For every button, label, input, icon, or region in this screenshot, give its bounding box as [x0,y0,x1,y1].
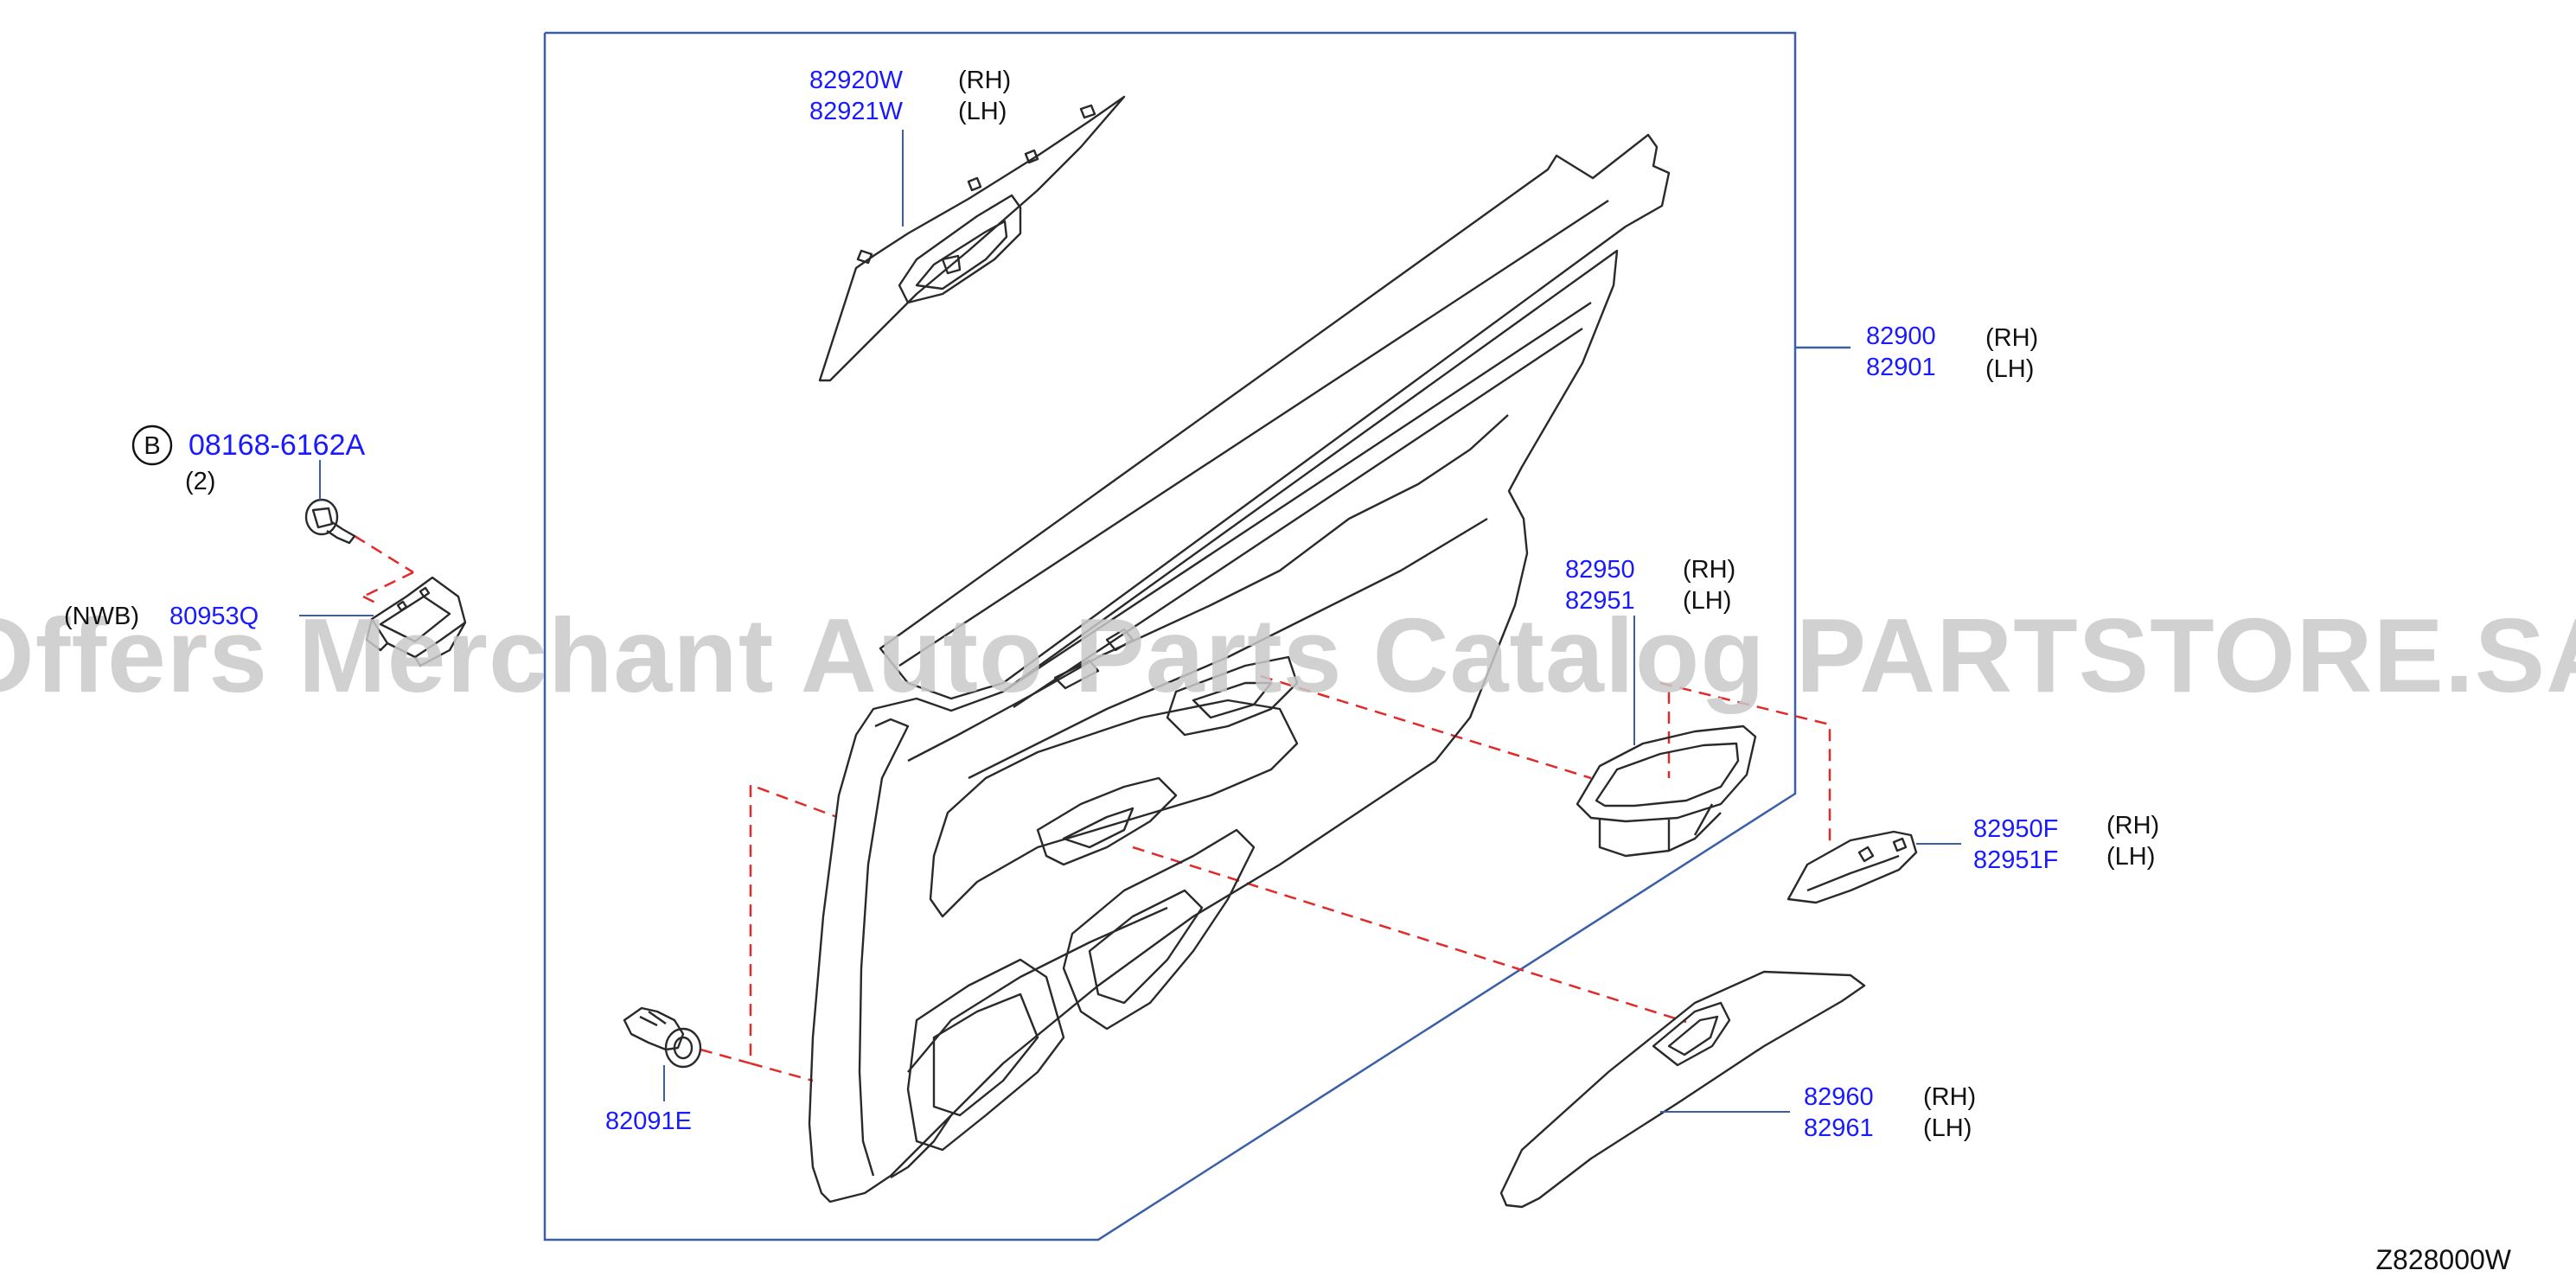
callout-leaders [299,130,1961,1113]
part-link-82951F[interactable]: 82951F [1973,846,2058,874]
part-link-82900[interactable]: 82900 [1866,322,1936,350]
side-label-lh: (LH) [1923,1114,1972,1142]
side-label-rh: (RH) [1923,1083,1976,1111]
quantity-label: (2) [185,468,215,495]
bracket-part [365,576,467,667]
assembly-frame [543,31,1851,1242]
diagram-code: Z828000W [2375,1244,2511,1275]
switch-bezel-part [818,95,1126,382]
side-label-rh: (RH) [1683,556,1735,584]
part-link-08168-6162A[interactable]: 08168-6162A [189,429,366,462]
part-link-82920W[interactable]: 82920W [809,67,904,94]
side-label-lh: (LH) [2106,843,2155,871]
screw-part [304,498,356,545]
part-link-82951[interactable]: 82951 [1565,587,1635,615]
watermark-text: Offers Merchant Auto Parts Catalog PARTS… [0,597,2576,714]
door-trim-panel [808,133,1671,1203]
side-label-lh: (LH) [1985,355,2034,383]
marker-circle [131,424,173,466]
side-label-rh: (RH) [1985,324,2038,352]
clip-part [623,1006,702,1069]
finisher-cup-part [1576,724,1757,858]
variant-label: (NWB) [64,603,139,630]
part-link-82960[interactable]: 82960 [1804,1083,1874,1111]
marker-letter: B [144,432,160,460]
part-link-82961[interactable]: 82961 [1804,1114,1874,1142]
part-link-82091E[interactable]: 82091E [605,1107,692,1135]
side-label-lh: (LH) [958,98,1007,125]
dashed-leader-lines [354,534,1831,1082]
part-link-82950[interactable]: 82950 [1565,556,1635,584]
part-link-82901[interactable]: 82901 [1866,354,1936,381]
side-label-rh: (RH) [2106,812,2159,839]
part-link-82950F[interactable]: 82950F [1973,815,2058,843]
part-link-82921W[interactable]: 82921W [809,98,904,125]
front-finisher-part [1499,970,1866,1209]
side-label-rh: (RH) [958,67,1011,94]
side-label-lh: (LH) [1683,587,1731,615]
part-link-80953Q[interactable]: 80953Q [169,603,259,630]
cover-plate-part [1787,830,1918,904]
